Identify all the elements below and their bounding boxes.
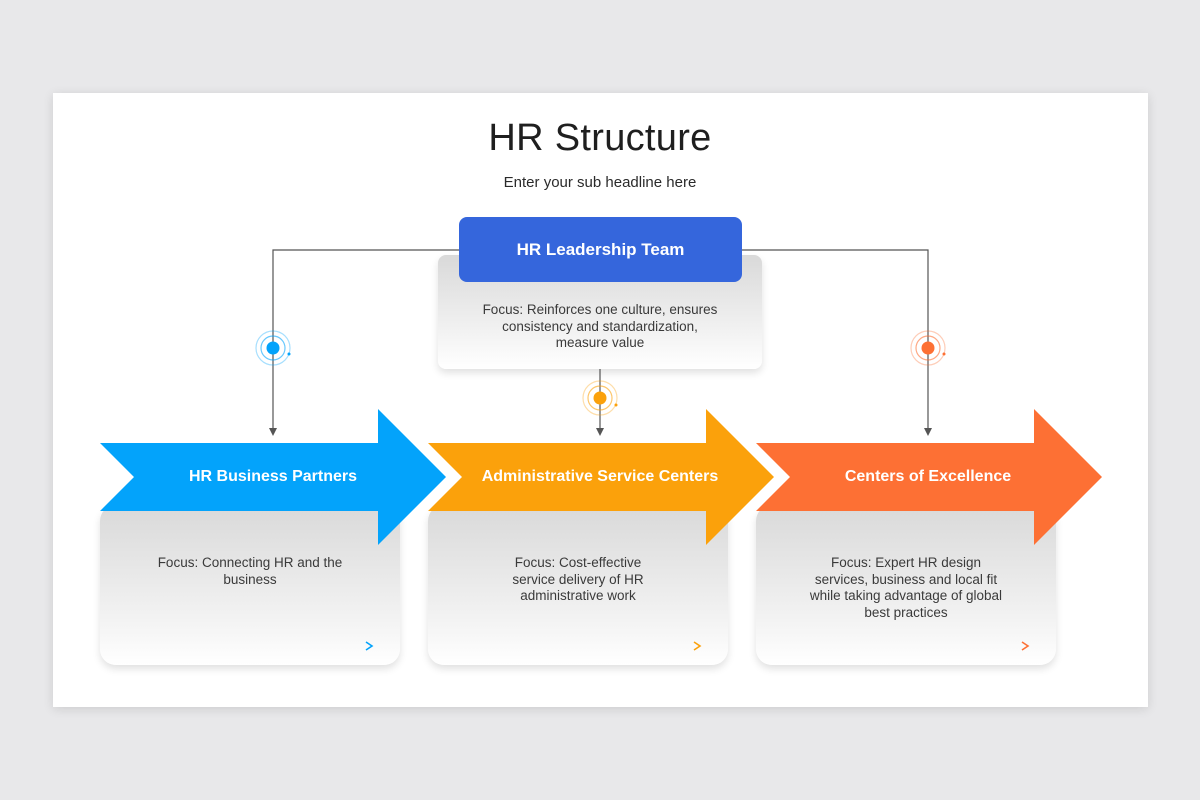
connector-left [272,249,459,430]
arrow-excellence [756,409,1102,545]
ripple-marker-orange [582,380,618,416]
unit-focus-business-partners: Focus: Connecting HR and the business [157,555,343,587]
page-title: HR Structure [488,117,712,159]
page-subtitle: Enter your sub headline here [503,174,697,191]
unit-label-excellence: Centers of Excellence [844,468,1012,485]
connector-left-arrowhead [269,428,277,436]
ripple-marker-red [910,330,946,366]
unit-label-service-centers: Administrative Service Centers [481,468,719,485]
ripple-marker-blue [255,330,291,366]
unit-card-business-partners [100,505,400,665]
unit-focus-excellence: Focus: Expert HR design services, busine… [809,555,1003,620]
unit-card-excellence [756,505,1056,665]
unit-label-business-partners: HR Business Partners [188,468,358,485]
accent-arrowhead-orange [693,641,702,651]
arrow-business-partners [100,409,446,545]
connector-center-arrowhead [596,428,604,436]
accent-arrowhead-red [1021,641,1030,651]
unit-card-service-centers [428,505,728,665]
accent-arrowhead-blue [365,641,374,651]
leadership-focus-text: Focus: Reinforces one culture, ensures c… [482,302,718,350]
connector-right-arrowhead [924,428,932,436]
arrow-service-centers [428,409,774,545]
connector-right [742,249,929,430]
unit-focus-service-centers: Focus: Cost-effective service delivery o… [512,555,644,603]
leadership-team-box: HR Leadership Team [459,217,742,282]
